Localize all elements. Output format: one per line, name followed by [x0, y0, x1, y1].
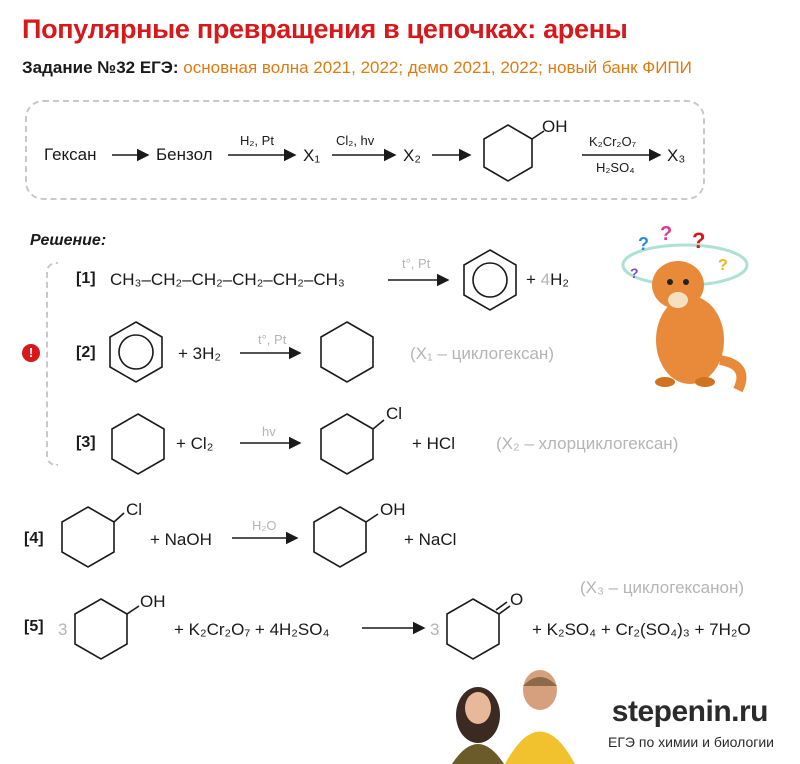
chain-oh-label: OH: [542, 117, 568, 136]
step3-cond: hv: [262, 424, 276, 439]
step3-byproduct: + HCl: [412, 434, 455, 453]
svg-text:?: ?: [718, 257, 728, 274]
step5-number: [5]: [24, 618, 44, 635]
step2-note: (X₁ – циклогексан): [410, 344, 554, 363]
svg-text:?: ?: [638, 234, 649, 254]
step4-reagent: + NaOH: [150, 530, 212, 549]
step3-cl-label: Cl: [386, 404, 403, 423]
task-label: Задание №32 ЕГЭ:: [22, 58, 179, 77]
chlorocyclohexane-ring-4: [61, 506, 115, 568]
step5-coef-left: 3: [58, 620, 68, 639]
step5-reagent: + K₂Cr₂O₇ + 4H₂SO₄: [174, 620, 330, 639]
chain-cond3-bottom: H₂SO₄: [596, 160, 635, 175]
chain-cond2: Cl₂, hv: [336, 133, 375, 148]
step1-number: [1]: [76, 270, 96, 287]
step4-oh-label: OH: [380, 500, 406, 519]
step1-product: + 4H₂: [526, 270, 570, 289]
chain-x3: X₃: [667, 146, 686, 165]
task-chain-box: [25, 100, 705, 200]
step5-oh-label: OH: [140, 592, 166, 611]
task-subtitle: Задание №32 ЕГЭ: основная волна 2021, 20…: [22, 58, 692, 78]
task-source: основная волна 2021, 2022; демо 2021, 20…: [183, 58, 692, 77]
step4-cond: H₂O: [252, 518, 277, 533]
brand-site: stepenin.ru: [611, 695, 769, 728]
alert-icon: !: [22, 344, 40, 362]
svg-text:?: ?: [692, 228, 705, 253]
page-title: Популярные превращения в цепочках: арены: [22, 14, 628, 44]
step4-number: [4]: [24, 530, 44, 547]
benzene-ring: [463, 249, 517, 311]
step3-reagent: + Cl₂: [176, 434, 214, 453]
chain-x1: X₁: [303, 146, 321, 165]
step4-cl-label: Cl: [126, 500, 143, 519]
svg-text:?: ?: [630, 265, 639, 281]
cyclohexane-ring-3: [111, 413, 165, 475]
step3-number: [3]: [76, 434, 96, 451]
chain-x2: X₂: [403, 146, 421, 165]
cyclohexanone-ring: [446, 598, 500, 660]
step1-coef: 4: [540, 270, 551, 289]
cyclohexane-ring: [320, 321, 374, 383]
mascot-dog: ? ? ? ? ?: [621, 223, 749, 393]
step2-number: [2]: [76, 344, 96, 361]
step5-note: (X₃ – циклогексанон): [580, 578, 745, 597]
step5-byproducts: + K₂SO₄ + Cr₂(SO₄)₃ + 7H₂O: [532, 620, 751, 639]
step4-byproduct: + NaCl: [404, 530, 457, 549]
step1-reactant: CH₃–CH₂–CH₂–CH₂–CH₂–CH₃: [110, 270, 345, 289]
step2-reagent: + 3H₂: [178, 344, 221, 363]
presenters-photo: [452, 670, 575, 764]
step1-product-formula: H₂: [550, 270, 570, 289]
step2-cond: t°, Pt: [258, 332, 287, 347]
chain-cond1: H₂, Pt: [240, 133, 274, 148]
brand-tagline: ЕГЭ по химии и биологии: [608, 734, 774, 750]
cyclohexanol-ring-4: [313, 506, 367, 568]
svg-text:?: ?: [660, 223, 672, 245]
step5-coef-right: 3: [430, 620, 440, 639]
chain-cond3-top: K₂Cr₂O₇: [589, 134, 637, 149]
chain-benzene: Бензол: [156, 145, 213, 164]
cyclohexanol-ring-5: [74, 598, 128, 660]
benzene-ring-2: [109, 321, 163, 383]
chain-hexane: Гексан: [44, 145, 97, 164]
chlorocyclohexane-ring: [320, 413, 374, 475]
step5-o-label: O: [510, 590, 524, 609]
solution-title: Решение:: [30, 232, 107, 249]
step1-cond: t°, Pt: [402, 256, 431, 271]
step3-note: (X₂ – хлорциклогексан): [496, 434, 679, 453]
cyclohexanol-ring: [483, 124, 533, 182]
steps-bracket: [46, 262, 58, 466]
